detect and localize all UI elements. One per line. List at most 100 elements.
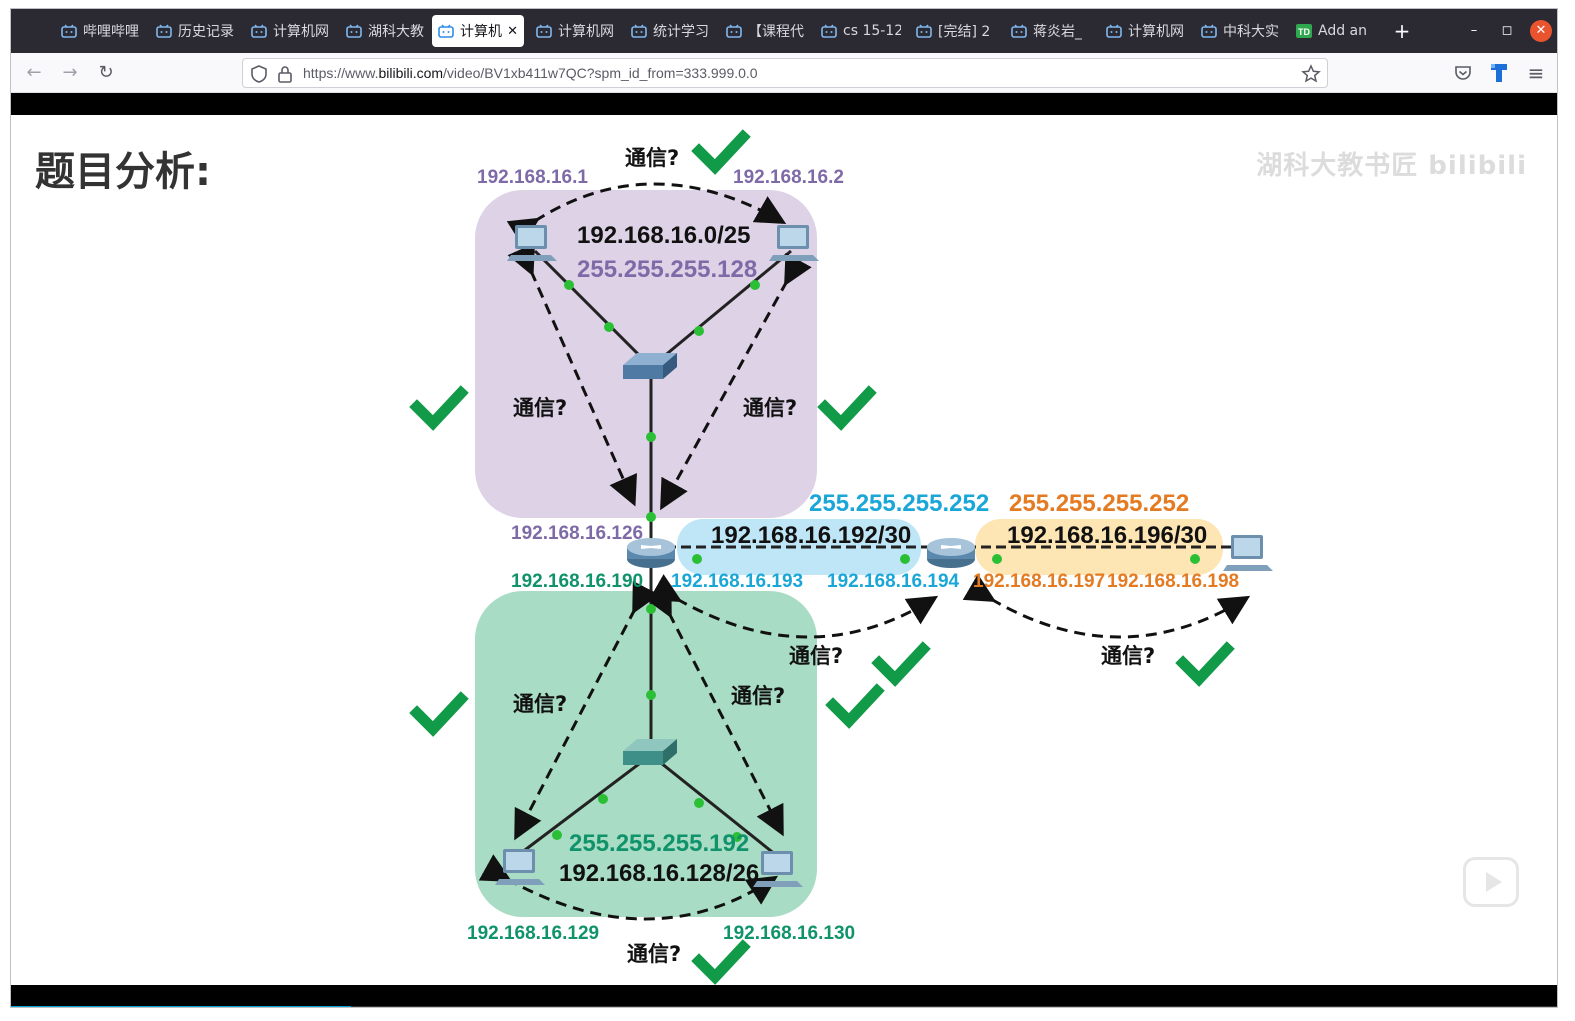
- question-label: 通信?: [627, 942, 681, 966]
- tab-strip: 哔哩哔哩 历史记录 计算机网 湖科大教 计算机 ✕ 计算机网 统计学习: [11, 9, 1557, 53]
- video-player[interactable]: 题目分析: 湖科大教书匠 bilibili: [11, 93, 1557, 1007]
- reload-button[interactable]: ↻: [98, 62, 114, 83]
- bilibili-tv-icon: [156, 24, 172, 38]
- tab-label: 中科大实: [1223, 24, 1279, 40]
- top-network-address: 192.168.16.0/25: [577, 222, 751, 249]
- url-path: /video/BV1xb411w7QC?spm_id_from=333.999.…: [443, 65, 758, 81]
- back-button[interactable]: ←: [26, 62, 42, 83]
- checkmark-icon: [825, 683, 885, 729]
- tab-ustc[interactable]: 中科大实: [1195, 15, 1281, 47]
- bilibili-tv-icon: [536, 24, 552, 38]
- right-subnet-mask: 255.255.255.252: [1009, 490, 1189, 517]
- svg-text:TD: TD: [1298, 27, 1310, 37]
- question-label: 通信?: [789, 644, 843, 668]
- lock-icon[interactable]: [275, 64, 295, 84]
- tab-network-2[interactable]: 计算机网: [530, 15, 616, 47]
- menu-icon[interactable]: ≡: [1527, 61, 1545, 85]
- shield-icon[interactable]: [249, 64, 269, 84]
- pc-icon: [495, 849, 545, 885]
- bilibili-tv-icon: [1201, 24, 1217, 38]
- checkmark-icon: [409, 385, 469, 431]
- maximize-button[interactable]: ◻: [1501, 23, 1513, 38]
- question-label: 通信?: [743, 396, 797, 420]
- url-prefix: https://www.: [303, 65, 379, 81]
- tab-cs[interactable]: cs 15-12: [815, 15, 901, 47]
- video-frame[interactable]: 题目分析: 湖科大教书匠 bilibili: [11, 115, 1557, 985]
- bookmark-star-icon[interactable]: [1301, 64, 1321, 84]
- bottom-host2-ip: 192.168.16.130: [723, 923, 855, 944]
- router-left-icon: [627, 538, 675, 568]
- top-subnet-mask: 255.255.255.128: [577, 256, 757, 283]
- middle-router2-ip: 192.168.16.194: [827, 571, 960, 592]
- bilibili-play-icon[interactable]: [1463, 857, 1519, 907]
- pc-icon: [769, 225, 819, 261]
- tab-addon[interactable]: TD Add an: [1290, 15, 1376, 47]
- pocket-icon[interactable]: [1453, 63, 1473, 83]
- tab-label: 蒋炎岩_: [1033, 24, 1082, 40]
- right-router-ip: 192.168.16.197: [973, 571, 1105, 592]
- pc-icon: [1223, 535, 1273, 571]
- bilibili-tv-icon: [726, 24, 742, 38]
- url-text[interactable]: https://www.bilibili.com/video/BV1xb411w…: [303, 65, 758, 81]
- tab-course[interactable]: 【课程代: [720, 15, 806, 47]
- tab-jyy[interactable]: 蒋炎岩_: [1005, 15, 1091, 47]
- pc-icon: [753, 851, 803, 887]
- extension-icon[interactable]: [1489, 62, 1509, 84]
- tab-hnust[interactable]: 湖科大教: [340, 15, 426, 47]
- top-gateway-ip: 192.168.16.126: [511, 523, 643, 544]
- url-domain: bilibili.com: [378, 65, 444, 81]
- navigation-toolbar: ← → ↻ https://www.bilibili.com/video/BV1…: [11, 53, 1557, 93]
- tab-stats[interactable]: 统计学习: [625, 15, 711, 47]
- tab-network-3[interactable]: 计算机网: [1100, 15, 1186, 47]
- tab-finished[interactable]: [完结] 2: [910, 15, 996, 47]
- tab-label: 哔哩哔哩: [83, 24, 139, 40]
- bilibili-tv-icon: [438, 24, 454, 38]
- tab-label: [完结] 2: [938, 24, 991, 40]
- pc-icon: [507, 225, 557, 261]
- forward-button[interactable]: →: [62, 62, 78, 83]
- tab-label: 计算机: [460, 24, 502, 40]
- video-progress-bar[interactable]: [11, 1006, 1557, 1007]
- checkmark-icon: [1175, 641, 1235, 687]
- right-host-ip: 192.168.16.198: [1107, 571, 1239, 592]
- bottom-subnet-mask: 255.255.255.192: [569, 830, 749, 857]
- switch-bottom-icon: [623, 739, 677, 765]
- network-diagram: 通信? 通信? 通信? 通信? 通信? 通信? 通信? 通信? 192.168.…: [409, 129, 1273, 985]
- pc-icons: [495, 225, 1273, 887]
- bilibili-tv-icon: [916, 24, 932, 38]
- top-host2-ip: 192.168.16.2: [733, 167, 844, 188]
- bilibili-tv-icon: [1106, 24, 1122, 38]
- tab-bilibili-home[interactable]: 哔哩哔哩: [55, 15, 141, 47]
- video-progress-fill: [11, 1006, 352, 1007]
- tab-active[interactable]: 计算机 ✕: [432, 15, 524, 47]
- top-host1-ip: 192.168.16.1: [477, 167, 588, 188]
- middle-router1-ip: 192.168.16.193: [671, 571, 803, 592]
- middle-link-region: [677, 519, 921, 575]
- question-label: 通信?: [731, 684, 785, 708]
- middle-network-address: 192.168.16.192/30: [711, 522, 911, 549]
- minimize-button[interactable]: –: [1470, 23, 1478, 38]
- bilibili-tv-icon: [251, 24, 267, 38]
- bottom-host1-ip: 192.168.16.129: [467, 923, 599, 944]
- tab-label: 湖科大教: [368, 24, 424, 40]
- new-tab-button[interactable]: +: [1393, 19, 1411, 43]
- tab-network-1[interactable]: 计算机网: [245, 15, 331, 47]
- tab-label: 【课程代: [748, 24, 804, 40]
- checkmark-icon: [817, 385, 877, 431]
- tab-history[interactable]: 历史记录: [150, 15, 236, 47]
- tab-label: 历史记录: [178, 24, 234, 40]
- switch-top-icon: [623, 353, 677, 379]
- checkmark-icon: [871, 641, 931, 687]
- checkmarks: [409, 129, 1235, 985]
- address-bar[interactable]: https://www.bilibili.com/video/BV1xb411w…: [242, 58, 1328, 88]
- checkmark-icon: [691, 939, 751, 985]
- bottom-network-address: 192.168.16.128/26: [559, 860, 759, 887]
- bilibili-tv-icon: [61, 24, 77, 38]
- bottom-gateway-ip: 192.168.16.190: [511, 571, 643, 592]
- close-window-button[interactable]: ✕: [1530, 20, 1552, 42]
- tab-label: cs 15-12: [843, 23, 901, 39]
- router-right-icon: [927, 538, 975, 568]
- checkmark-icon: [691, 129, 751, 175]
- right-network-address: 192.168.16.196/30: [1007, 522, 1207, 549]
- close-tab-icon[interactable]: ✕: [507, 23, 518, 39]
